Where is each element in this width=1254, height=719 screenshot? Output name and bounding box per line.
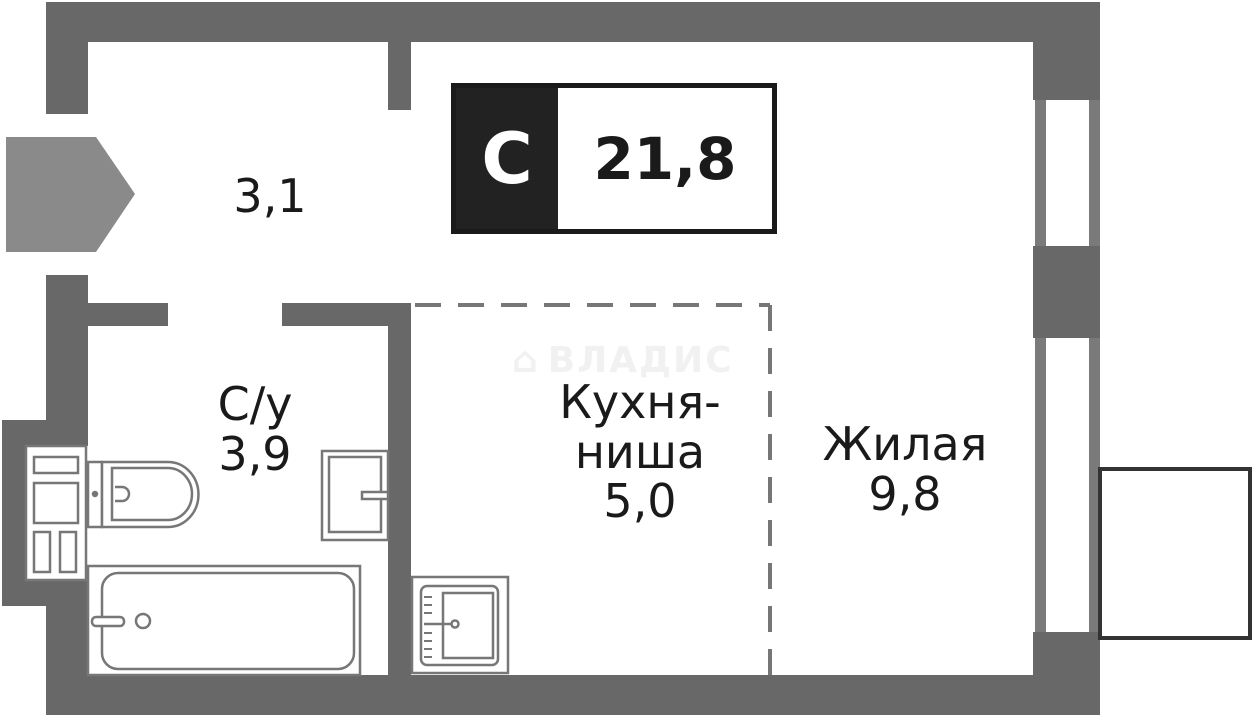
room-name: Жилая	[822, 417, 988, 471]
apartment-type: С	[456, 88, 558, 229]
total-area: 21,8	[593, 124, 737, 193]
bathroom-fixtures	[24, 444, 390, 677]
walls	[2, 2, 1100, 715]
house-logo-icon: ⌂	[512, 340, 540, 381]
room-name-line2: ниша	[574, 424, 706, 479]
room-living: Жилая 9,8	[795, 417, 1015, 521]
room-name: С/у	[217, 377, 293, 431]
room-name-line1: Кухня-	[559, 375, 721, 429]
kitchen-sink-icon	[410, 575, 510, 675]
balcony-outline	[1098, 467, 1252, 640]
room-area: 3,1	[233, 169, 307, 223]
window-lower	[1035, 338, 1100, 632]
apartment-badge: С 21,8	[451, 83, 777, 234]
bathroom-sink-icon	[320, 449, 390, 542]
room-area: 9,8	[868, 466, 942, 521]
room-hallway: 3,1	[215, 169, 325, 223]
room-area: 5,0	[603, 474, 677, 529]
bathtub-icon	[86, 564, 362, 677]
room-bathroom: С/у 3,9	[195, 377, 315, 481]
toilet-icon	[86, 460, 200, 529]
room-area: 3,9	[218, 426, 292, 481]
room-kitchen-niche: Кухня- ниша 5,0	[530, 375, 750, 529]
watermark: ⌂ ВЛАДИС	[512, 340, 734, 381]
kitchen-niche-boundary	[415, 303, 772, 675]
entrance-arrow-icon	[6, 137, 135, 252]
window-upper	[1035, 100, 1100, 246]
